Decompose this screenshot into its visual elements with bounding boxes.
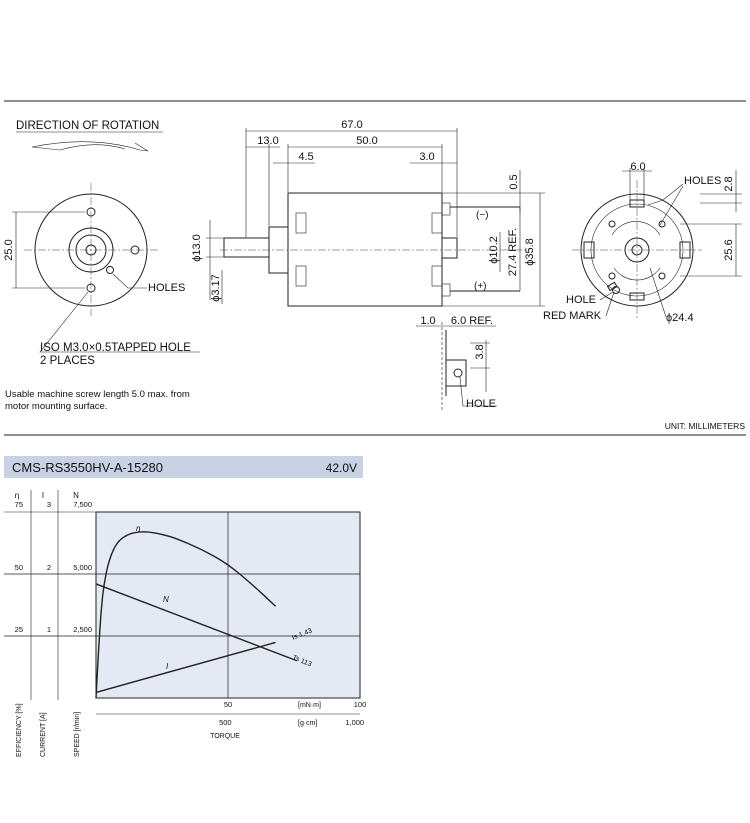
dim-2-8: 2.8 (723, 176, 735, 191)
header-current: I (42, 491, 44, 500)
dim-25-0: 25.0 (3, 239, 15, 260)
dim-1-0: 1.0 (420, 315, 435, 327)
motor-body (287, 192, 443, 307)
efficiency-tick: 25 (15, 625, 23, 634)
ylabel-speed: SPEED [r/min] (74, 712, 81, 757)
series-label-current: I (166, 662, 169, 671)
model-banner (4, 456, 363, 478)
grid (4, 512, 360, 698)
speed-tick: 7,500 (73, 500, 92, 509)
series-line-current (95, 641, 276, 694)
performance-chart: η I N 75 50 25 3 2 1 7,500 5,000 2,500 50 100 500 1,… (4, 490, 366, 757)
header-speed: N (73, 491, 79, 500)
screw-note-line2: motor mounting surface. (5, 401, 107, 412)
ylabel-efficiency: EFFICIENCY [%] (16, 703, 23, 757)
dim-3-0: 3.0 (419, 151, 434, 163)
dim-13-0: 13.0 (257, 135, 278, 147)
current-tick: 2 (47, 563, 51, 572)
dim-25-6: 25.6 (723, 239, 735, 260)
hole-label-terminal: HOLE (466, 398, 496, 410)
x-unit-gcm: [g·cm] (298, 720, 318, 727)
x-tick-gcm: 1,000 (345, 718, 364, 727)
rotation-arrow-icon (31, 141, 149, 152)
x-tick-mnm: 50 (224, 700, 232, 709)
dim-phi10-2: ϕ10.2 (488, 236, 500, 264)
dim-27-4-ref: 27.4 REF. (507, 228, 519, 276)
series-line-speed (95, 583, 297, 662)
model-name: CMS-RS3550HV-A-15280 (12, 460, 163, 475)
dim-67-0: 67.0 (341, 119, 362, 131)
terminal-minus: (−) (476, 210, 489, 221)
terminal-detail-drawing: 1.0 6.0 REF. 3.8 HOLE (416, 315, 497, 410)
holes-label-left: HOLES (148, 282, 185, 294)
rear-view-drawing: 6.0 HOLES 2.8 25.6 HOLE RED MARK ϕ24.4 U… (543, 161, 745, 431)
efficiency-tick: 50 (15, 563, 23, 572)
hole-label-right: HOLE (566, 294, 596, 306)
dim-phi24-4: ϕ24.4 (666, 312, 694, 324)
series-line-efficiency (95, 531, 276, 699)
series-label-eta: η (136, 524, 141, 533)
speed-tick: 5,000 (73, 563, 92, 572)
ylabel-current: CURRENT [A] (40, 712, 47, 757)
dim-phi13: ϕ13.0 (191, 234, 203, 262)
x-axis-label: TORQUE (210, 733, 240, 740)
dim-0-5: 0.5 (508, 174, 520, 189)
iso-places-label: 2 PLACES (40, 355, 95, 367)
red-mark-label: RED MARK (543, 310, 602, 322)
dim-4-5: 4.5 (298, 151, 313, 163)
dim-phi3-17: ϕ3.17 (210, 274, 222, 302)
series-label-speed: N (163, 595, 169, 604)
screw-note-line1: Usable machine screw length 5.0 max. fro… (5, 389, 190, 400)
iso-tapped-hole-label: ISO M3.0×0.5TAPPED HOLE (40, 342, 191, 354)
front-view-drawing: DIRECTION OF ROTATION 25.0 HOLES ISO M3.… (3, 120, 200, 412)
current-tick: 3 (47, 500, 51, 509)
model-voltage: 42.0V (326, 461, 357, 475)
header-eta: η (15, 491, 19, 500)
dim-phi35-8: ϕ35.8 (524, 238, 536, 266)
x-tick-mnm: 100 (354, 700, 367, 709)
x-tick-gcm: 500 (219, 718, 232, 727)
shaft (223, 237, 270, 258)
direction-of-rotation-label: DIRECTION OF ROTATION (16, 120, 159, 132)
dim-6-0-ref: 6.0 REF. (451, 315, 493, 327)
holes-label-right: HOLES (684, 175, 721, 187)
unit-label: UNIT: MILLIMETERS (665, 421, 746, 431)
dim-3-8: 3.8 (474, 344, 486, 359)
side-view-drawing: (−) (+) 67.0 13.0 50.0 4.5 3.0 ϕ13.0 ϕ3.… (191, 119, 545, 307)
efficiency-tick: 75 (15, 500, 23, 509)
current-tick: 1 (47, 625, 51, 634)
speed-tick: 2,500 (73, 625, 92, 634)
dim-6-0: 6.0 (630, 161, 645, 173)
dim-50-0: 50.0 (356, 135, 377, 147)
x-unit-mnm: [mN·m] (298, 702, 321, 709)
terminal-plus: (+) (474, 281, 487, 292)
